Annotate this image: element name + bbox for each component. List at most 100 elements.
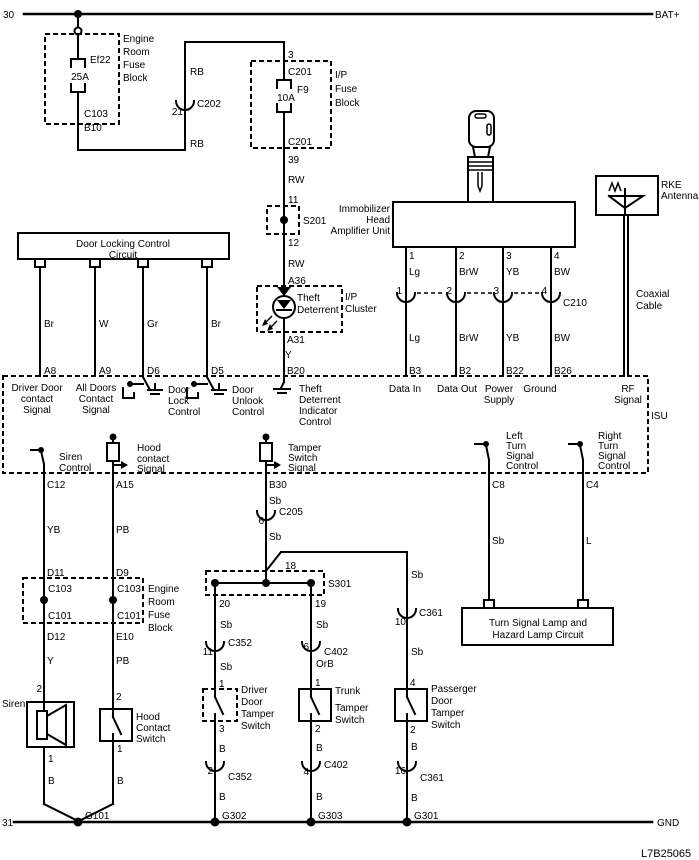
svg-text:C352: C352 — [228, 772, 252, 783]
svg-text:RW: RW — [288, 259, 305, 270]
svg-text:Door Locking Control: Door Locking Control — [76, 239, 170, 250]
svg-text:21: 21 — [172, 107, 184, 118]
isu-unit: ISU Driver Door contact Signal All Doors… — [2, 375, 668, 491]
svg-text:RF: RF — [621, 384, 634, 395]
svg-text:Turn: Turn — [598, 441, 618, 452]
svg-text:Tamper: Tamper — [241, 709, 275, 720]
right-turn-switch-icon — [568, 441, 585, 462]
svg-text:B22: B22 — [506, 366, 524, 377]
bat-plus-label: BAT+ — [655, 10, 680, 21]
svg-text:C361: C361 — [419, 608, 443, 619]
immobilizer-unit: Immobilizer Head Amplifier Unit 1 2 3 4 … — [331, 110, 587, 377]
svg-text:B: B — [316, 792, 323, 803]
s201-splice-outline — [266, 205, 300, 235]
svg-text:Power: Power — [485, 384, 514, 395]
svg-text:Hood: Hood — [137, 443, 161, 454]
svg-text:C12: C12 — [47, 480, 66, 491]
svg-text:I/P: I/P — [335, 70, 348, 81]
svg-text:C8: C8 — [492, 480, 505, 491]
svg-text:Signal: Signal — [598, 451, 626, 462]
theft-deterrent-led-icon — [262, 287, 296, 331]
svg-text:Sb: Sb — [411, 570, 424, 581]
svg-text:2: 2 — [410, 725, 416, 736]
svg-text:OrB: OrB — [316, 659, 334, 670]
feed-wire — [77, 41, 285, 151]
ip-fuse-block: 3 C201 F9 10A C201 39 I/P Fuse Block — [250, 41, 360, 297]
svg-text:C101: C101 — [48, 611, 72, 622]
svg-text:Antenna: Antenna — [661, 191, 699, 202]
svg-text:A31: A31 — [287, 335, 305, 346]
svg-text:C202: C202 — [197, 99, 221, 110]
svg-text:B26: B26 — [554, 366, 572, 377]
svg-text:Y: Y — [47, 656, 54, 667]
svg-text:4: 4 — [554, 251, 560, 262]
svg-text:YB: YB — [506, 333, 520, 344]
svg-text:Passerger: Passerger — [431, 684, 477, 695]
hood-contact-sensor-icon — [106, 433, 128, 474]
svg-text:Deterrent: Deterrent — [299, 395, 341, 406]
svg-text:Unlook: Unlook — [232, 396, 264, 407]
driver-tamper-branch: 20 Sb 11 C352 Sb 1 Driver Door Tamper Sw… — [202, 582, 275, 827]
c361-connector-icon — [396, 607, 418, 619]
c202-connector-icon — [174, 99, 196, 111]
svg-text:Door: Door — [431, 696, 453, 707]
svg-text:Switch: Switch — [431, 720, 460, 731]
gnd-label: GND — [657, 818, 679, 829]
splice-dot — [280, 216, 288, 224]
svg-text:G101: G101 — [85, 811, 110, 822]
switch-blade-icon — [111, 708, 123, 742]
svg-text:Engine: Engine — [148, 584, 180, 595]
fuse-rating: 25A — [71, 72, 89, 83]
svg-text:All Doors: All Doors — [76, 383, 117, 394]
svg-text:2: 2 — [446, 286, 452, 297]
svg-text:Cable: Cable — [636, 301, 663, 312]
terminal-stub — [483, 599, 495, 609]
svg-text:Fuse: Fuse — [148, 610, 171, 621]
svg-text:C210: C210 — [563, 298, 587, 309]
rke-antenna: RKE Antenna Coaxial Cable — [595, 175, 699, 377]
svg-text:YB: YB — [47, 525, 61, 536]
svg-text:Control: Control — [506, 461, 538, 472]
c205-connector-icon — [255, 509, 277, 521]
svg-text:Data In: Data In — [389, 384, 421, 395]
svg-text:11: 11 — [203, 647, 214, 658]
svg-text:Block: Block — [148, 623, 173, 634]
svg-text:1: 1 — [219, 679, 225, 690]
siren-branch: YB D11 D12 Y 2 Siren 1 B G101 — [2, 472, 110, 827]
svg-text:3: 3 — [288, 50, 294, 61]
trunk-tamper-switch-box — [298, 688, 332, 722]
pin-label: B10 — [84, 123, 102, 134]
svg-text:S301: S301 — [328, 579, 352, 590]
svg-text:Lg: Lg — [409, 267, 420, 278]
svg-text:1: 1 — [48, 754, 54, 765]
svg-text:Hood: Hood — [136, 712, 160, 723]
engine-room-fuse-block-top: Engine Room Fuse Block Ef22 25A C103 B10 — [44, 13, 155, 151]
speaker-icon — [36, 703, 67, 747]
svg-text:Turn: Turn — [506, 441, 526, 452]
terminal-stub — [89, 258, 101, 268]
svg-text:2: 2 — [116, 692, 122, 703]
svg-text:E10: E10 — [116, 632, 134, 643]
svg-text:C402: C402 — [324, 647, 348, 658]
svg-text:RB: RB — [190, 67, 204, 78]
driver-tamper-switch-box — [202, 688, 238, 722]
c402-connector-icon — [300, 640, 322, 652]
door-lock-switch-icon — [122, 375, 163, 399]
svg-text:Sb: Sb — [269, 532, 282, 543]
svg-text:Fuse: Fuse — [123, 60, 146, 71]
svg-text:Sb: Sb — [220, 620, 233, 631]
svg-text:B: B — [411, 793, 418, 804]
ground-icon — [273, 380, 291, 394]
svg-text:Control: Control — [168, 407, 200, 418]
svg-text:20: 20 — [219, 599, 231, 610]
svg-text:Theft: Theft — [299, 384, 322, 395]
svg-text:Door: Door — [168, 385, 190, 396]
svg-text:Switch: Switch — [241, 721, 270, 732]
svg-text:B: B — [117, 776, 124, 787]
siren-control-switch-icon — [30, 447, 46, 474]
switch-blade-icon — [213, 688, 225, 722]
svg-text:L: L — [586, 536, 592, 547]
svg-text:Lock: Lock — [168, 396, 190, 407]
ignition-key-icon — [467, 110, 495, 203]
